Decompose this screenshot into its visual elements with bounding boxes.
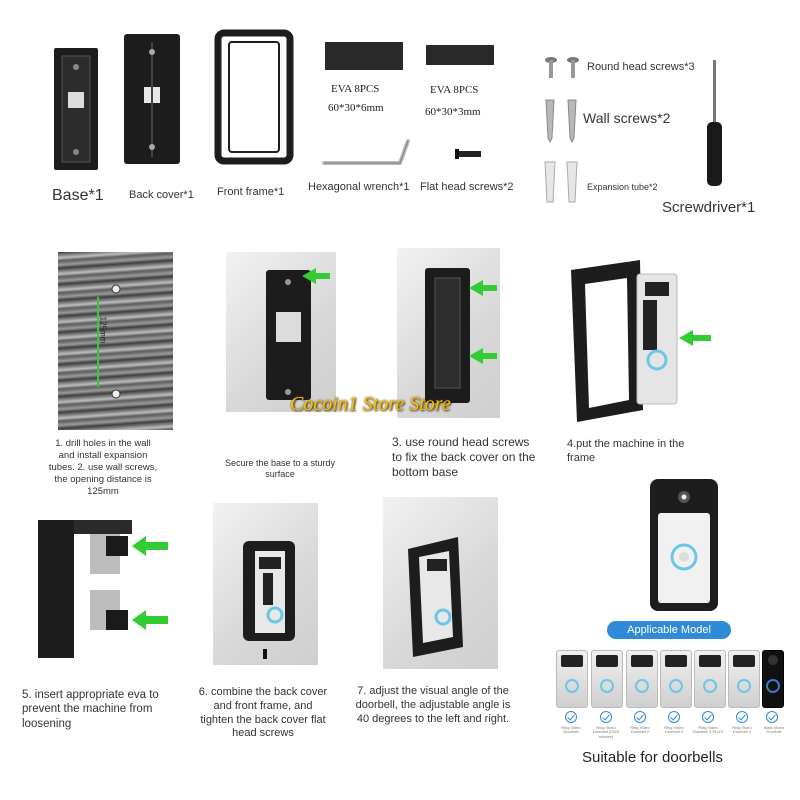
model-blink [762,650,784,708]
model-name: Ring Video Doorbell 3 PLUS [693,725,723,735]
model-name: Ring Video Doorbell 4 [732,725,752,735]
check-icon [766,711,778,723]
round-head-screw-icon [545,57,579,78]
suitable-caption: Suitable for doorbells [582,749,723,766]
flat-head-screws-caption: Flat head screws*2 [420,181,514,193]
back-cover-image [124,34,180,164]
model-ring-2 [626,650,658,708]
measure-line [97,284,121,399]
wall-screw-icon [545,99,577,144]
step1-caption: 1. drill holes in the wall and install e… [48,438,158,497]
model-name: Blink Video Doorbell [764,725,784,735]
eva-small-label: EVA 8PCS [430,84,479,96]
check-icon [668,711,680,723]
base-mounted [266,268,330,400]
check-icon [565,711,577,723]
model-ring-video-doorbell [556,650,588,708]
step5-caption: 5. insert appropriate eva to prevent the… [22,689,159,730]
frame-with-doorbell [571,260,711,422]
check-icon [634,711,646,723]
eva-large-pad [325,42,403,70]
eva-small-pad [426,45,494,65]
screwdriver-caption: Screwdriver*1 [662,199,756,216]
base-image [54,48,98,170]
model-ring-2020 [591,650,623,708]
front-frame-caption: Front frame*1 [217,186,285,198]
check-icon [600,711,612,723]
step6-caption: 6. combine the back cover and front fram… [198,686,328,740]
hex-wrench-icon [322,139,410,165]
assembled-doorbell [243,541,295,659]
model-name: Ring Video Doorbell [561,725,581,735]
model-ring-3-plus [694,650,726,708]
expansion-tube-icon [544,161,578,203]
wood-wall-photo [58,252,173,430]
model-name: Ring Video Doorbell (2020 release) [592,725,620,739]
screwdriver-icon [707,60,722,186]
check-icon [702,711,714,723]
step7-caption: 7. adjust the visual angle of the doorbe… [355,685,511,725]
angled-doorbell [408,537,463,657]
measure-label: 125mm [98,316,108,344]
frame-front-view [650,479,718,611]
step3-caption: 3. use round head screws to fix the back… [392,435,536,479]
step2-caption: Secure the base to a sturdy surface [224,458,336,480]
step4-caption: 4.put the machine in the frame [567,438,685,464]
store-watermark: Cocoin1 Store Store [290,393,451,415]
back-cover-mounted [425,268,497,403]
flat-head-screw-icon [455,149,481,159]
eva-large-label: EVA 8PCS [331,83,380,95]
model-ring-4 [728,650,760,708]
front-frame-image [214,29,294,165]
eva-large-size: 60*30*6mm [328,102,384,114]
round-head-screws-caption: Round head screws*3 [587,61,695,73]
eva-small-size: 60*30*3mm [425,106,481,118]
model-ring-3 [660,650,692,708]
back-cover-caption: Back cover*1 [129,189,194,201]
check-icon [736,711,748,723]
model-name: Ring Video Doorbell 3 [664,725,684,735]
frame-with-eva-pads [38,520,168,658]
wall-screws-caption: Wall screws*2 [583,110,671,126]
hex-wrench-caption: Hexagonal wrench*1 [308,181,410,193]
base-caption: Base*1 [52,187,104,204]
applicable-model-banner: Applicable Model [607,621,731,639]
model-name: Ring Video Doorbell 2 [630,725,650,735]
expansion-tube-caption: Expansion tube*2 [587,182,658,192]
